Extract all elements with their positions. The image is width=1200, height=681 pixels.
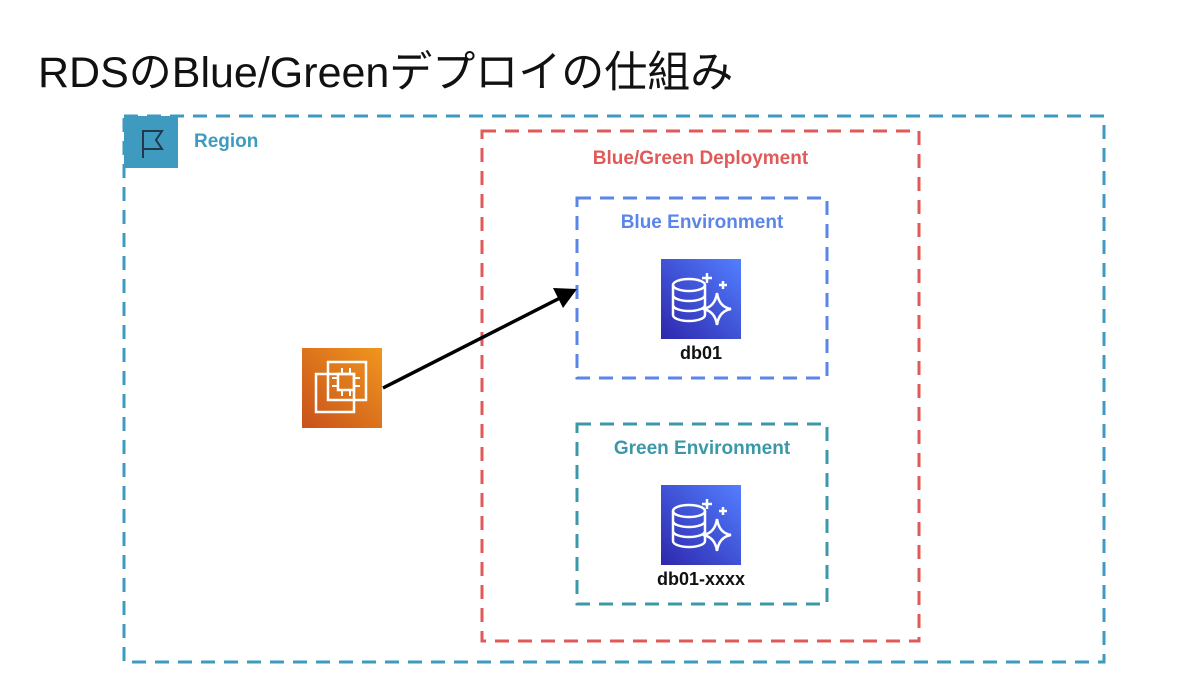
blue-environment-label: Blue Environment	[620, 212, 784, 233]
region-group	[122, 114, 1106, 664]
rds-database-icon	[661, 485, 741, 565]
deployment-label: Blue/Green Deployment	[592, 148, 809, 169]
blue-environment-group	[575, 196, 829, 380]
green-environment-label: Green Environment	[613, 438, 791, 459]
region-label: Region	[194, 131, 259, 152]
db-instance-label: db01-xxxx	[656, 569, 746, 589]
green-environment-group	[575, 422, 829, 606]
flag-icon	[124, 116, 178, 168]
db-instance-label: db01	[679, 343, 722, 363]
connection-arrow	[382, 288, 577, 390]
rds-database-icon	[661, 259, 741, 339]
ec2-instance-icon	[302, 348, 382, 428]
page-title: RDSのBlue/Greenデプロイの仕組み	[38, 49, 734, 97]
deployment-group	[480, 129, 921, 643]
